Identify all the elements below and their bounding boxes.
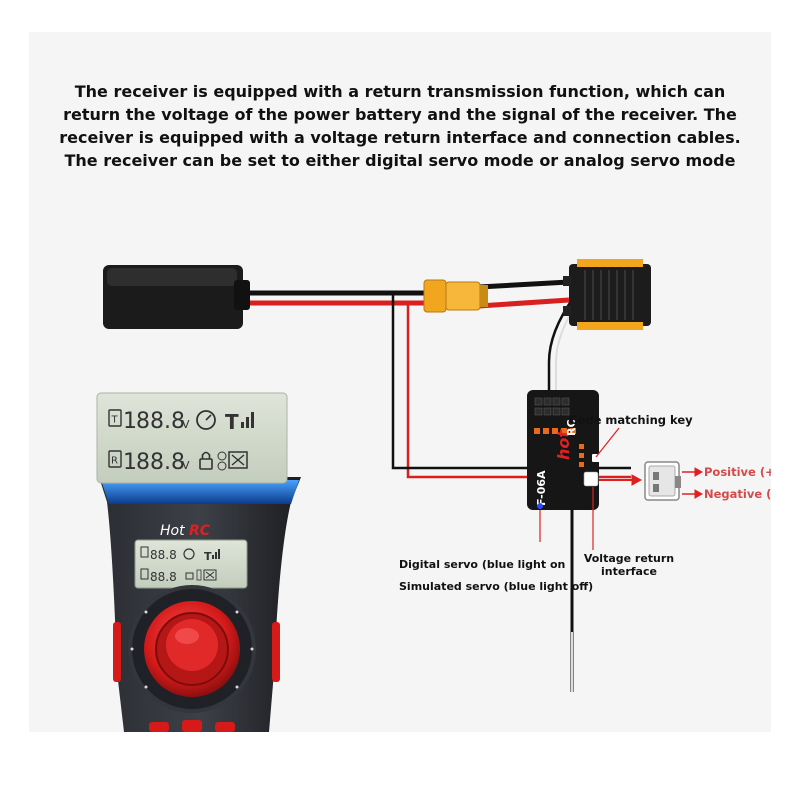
lcd-row1-prefix: 1 [123, 409, 137, 434]
lcd-row2-value: 88.8 [136, 450, 185, 475]
speedometer-needle-icon [205, 414, 212, 421]
battery-pack [103, 265, 250, 329]
headline-text: The receiver is equipped with a return t… [59, 82, 741, 170]
voltage-return-port [583, 471, 599, 487]
lock-icon [199, 451, 213, 470]
ch-button-1 [149, 722, 169, 732]
jst-connector [644, 461, 681, 501]
small-signal-icon: T [204, 550, 212, 563]
product-diagram-panel: The receiver is equipped with a return t… [29, 32, 771, 732]
receiver-module: F-06A hot RC [527, 390, 600, 510]
lcd-t-box [108, 409, 122, 427]
callout-lines [539, 427, 704, 550]
transmitter-brand-rc: RC [189, 523, 211, 539]
lcd-row2-prefix: 1 [123, 450, 137, 475]
left-trim-button [113, 622, 121, 682]
transmitter: T 1 88.8 V T R 1 88.8 V [96, 392, 301, 732]
right-trim-button [272, 622, 280, 682]
esc-servo-lead [547, 296, 576, 392]
steering-knob [128, 585, 256, 713]
receiver-brand-hot: hot [554, 429, 573, 460]
lcd-t-label: T [111, 415, 119, 426]
lcd-row-1: T 1 88.8 V T [108, 409, 254, 434]
lcd-row1-unit: V [182, 418, 190, 431]
voltage-return-label-1: Voltage return [584, 552, 674, 565]
signal-t-icon: T [225, 410, 239, 434]
transmitter-blue-frame [101, 480, 299, 504]
speedometer-icon [196, 410, 216, 430]
esc-module [563, 259, 651, 330]
small-lcd-row1-value: 88.8 [150, 548, 177, 562]
transmitter-brand-hot: Hot [160, 523, 185, 539]
channel-mode-icon [217, 451, 248, 471]
lcd-row1-value: 88.8 [136, 409, 185, 434]
ch-button-2 [182, 720, 202, 732]
lcd-r-label: R [111, 456, 118, 467]
code-key-label: Code matching key [569, 413, 693, 427]
esc-black-wire [478, 279, 570, 290]
code-matching-button [592, 454, 600, 462]
digital-servo-label: Digital servo (blue light on [399, 558, 565, 571]
code-key-rest: matching key [601, 413, 693, 427]
small-lcd-row2-value: 88.8 [150, 570, 177, 584]
code-key-word: Code [569, 413, 602, 427]
voltage-return-label-2: interface [601, 565, 657, 578]
blue-led-indicator [537, 503, 543, 509]
negative-label: Negative (- [704, 487, 771, 501]
positive-label: Positive (+ [704, 465, 771, 479]
receiver-brand-rc: RC [565, 419, 578, 436]
receiver-model-label: F-06A [535, 470, 548, 506]
lcd-row-2: R 1 88.8 V [108, 450, 248, 475]
lcd-r-box [108, 450, 122, 468]
xt60-connector [423, 279, 488, 313]
esc-red-wire [478, 297, 570, 309]
ch-button-3 [215, 722, 235, 732]
wiring-diagram: F-06A hot RC [96, 259, 771, 732]
transmitter-brand: Hot RC [160, 523, 211, 539]
lcd-row2-unit: V [182, 459, 190, 472]
small-lcd-content: 88.8 T 88.8 [140, 546, 220, 584]
signal-bars-icon [241, 412, 254, 428]
simulated-servo-label: Simulated servo (blue light off) [399, 580, 593, 593]
